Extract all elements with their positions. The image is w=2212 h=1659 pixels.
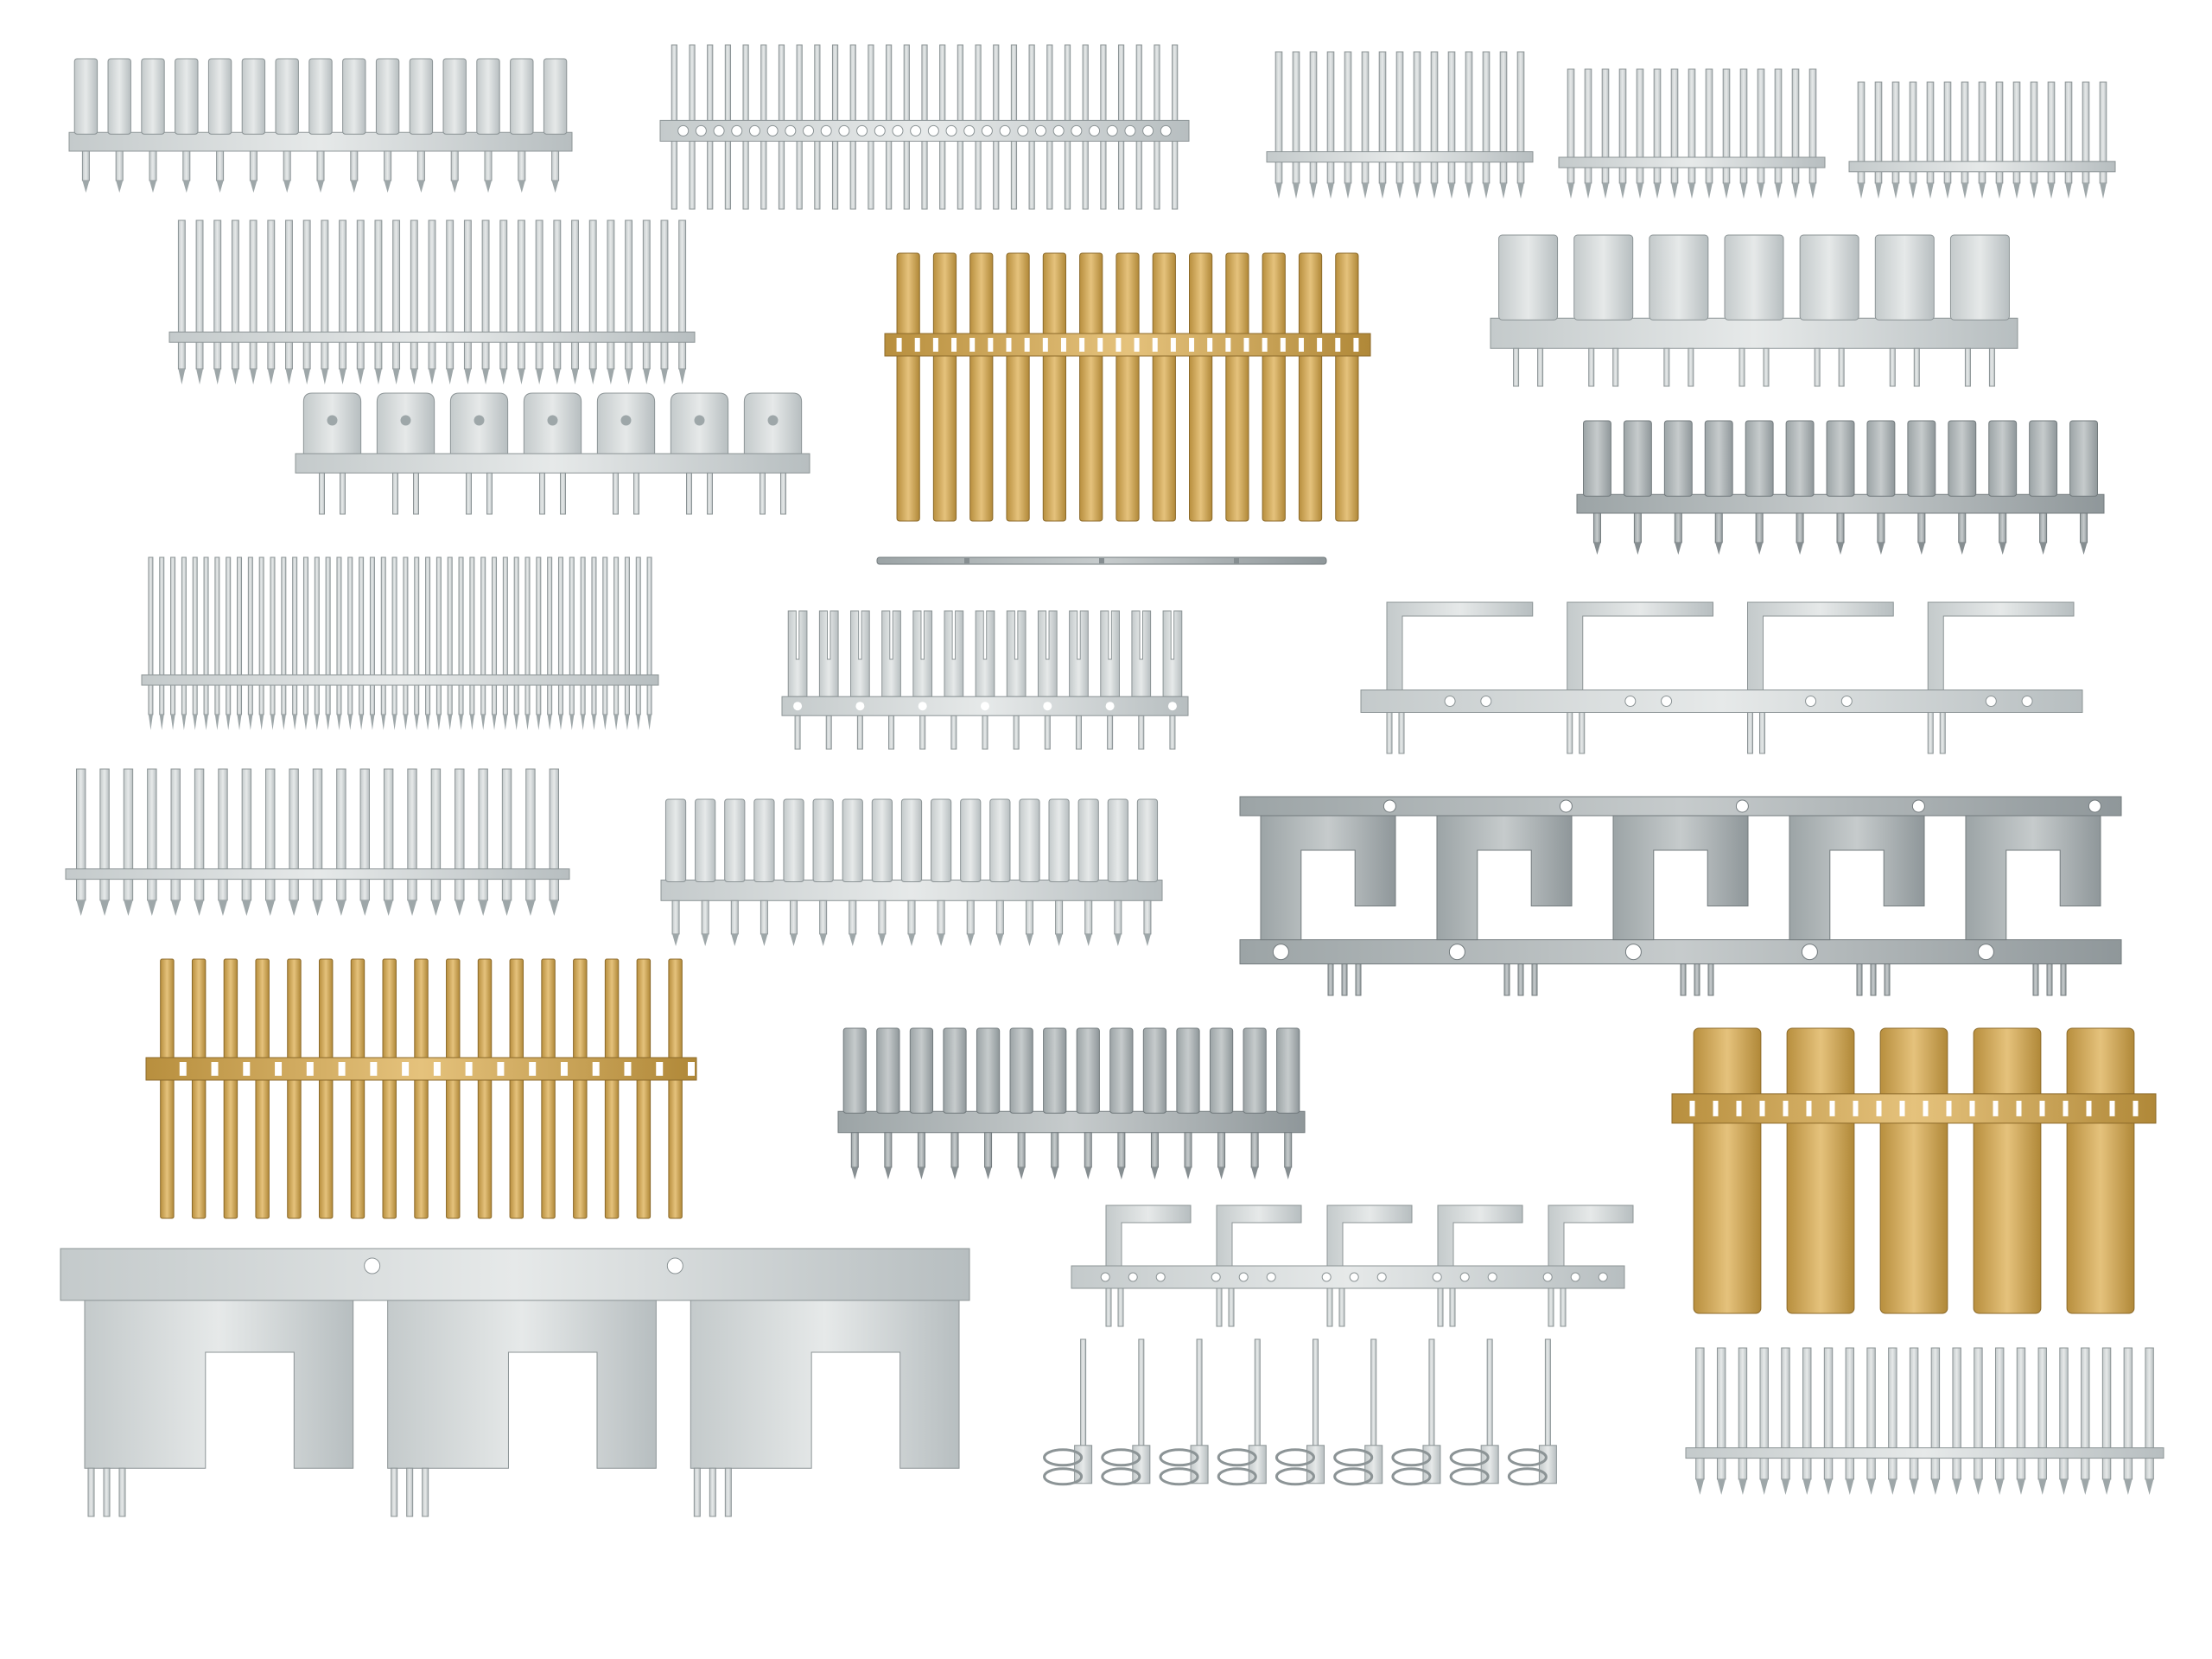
brass-wide-tab-strip (1671, 1027, 2157, 1314)
brass-bar-strip (884, 252, 1371, 522)
zinc-u-frame-strip (1239, 796, 2122, 996)
large-u-frame-strip (60, 1248, 970, 1517)
brass-pin-strip (145, 958, 697, 1219)
pin-header-holed-a (659, 44, 1190, 210)
dense-pin-header (141, 556, 659, 730)
f-shape-strip (1071, 1205, 1634, 1327)
pin-header-e (1685, 1347, 2164, 1495)
loop-pin-strip (1043, 1338, 1557, 1486)
blade-strip-a (68, 58, 573, 193)
thin-rod (876, 556, 1327, 565)
c-shape-strip (1360, 601, 2083, 754)
fork-contact-strip (781, 610, 1189, 750)
pin-header-b (1558, 68, 1826, 199)
blade-strip-b (660, 798, 1163, 946)
zinc-blade-strip (1576, 420, 2105, 555)
pin-header-c (1848, 81, 2116, 199)
pin-header-a (1266, 51, 1534, 199)
wide-tab-strip (1490, 234, 2018, 387)
pin-header-long (168, 219, 696, 385)
grey-blade-strip (837, 1027, 1306, 1179)
pin-header-d (65, 768, 570, 916)
faston-tab-strip (295, 392, 810, 515)
